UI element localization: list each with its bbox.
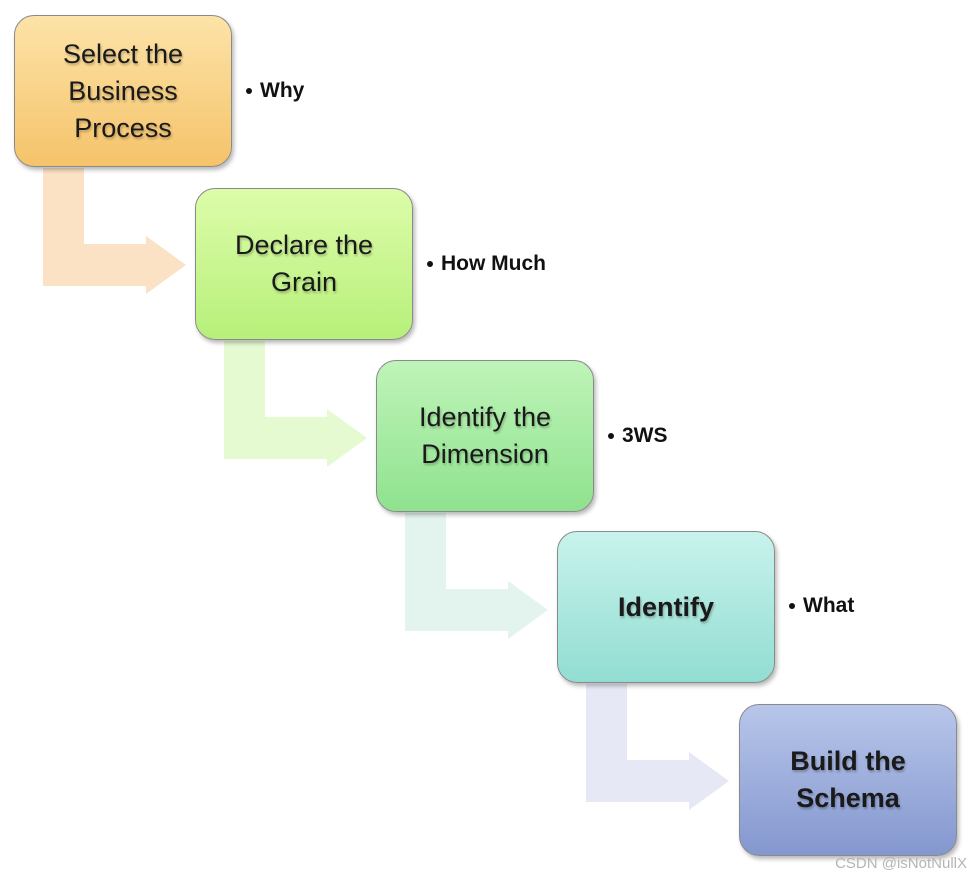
note-text: How Much bbox=[441, 252, 546, 275]
step-declare-grain: Declare the Grain bbox=[195, 188, 413, 340]
connector-arrow-4 bbox=[586, 684, 729, 810]
note-what: What bbox=[789, 594, 854, 618]
connector-arrow-1 bbox=[43, 168, 186, 294]
step-label: Identify the Dimension bbox=[418, 402, 552, 469]
step-build-schema: Build the Schema bbox=[739, 704, 957, 856]
connector-arrow-2 bbox=[224, 341, 367, 467]
bullet-icon bbox=[246, 88, 252, 94]
bullet-icon bbox=[427, 261, 433, 267]
bullet-icon bbox=[608, 433, 614, 439]
step-label: Declare the Grain bbox=[234, 230, 374, 297]
step-identify: Identify bbox=[557, 531, 775, 683]
bullet-icon bbox=[789, 603, 795, 609]
note-why: Why bbox=[246, 79, 304, 103]
step-label: Build the Schema bbox=[790, 746, 906, 813]
connector-arrow-3 bbox=[405, 513, 548, 639]
note-text: Why bbox=[260, 79, 305, 102]
note-text: What bbox=[803, 594, 855, 617]
note-text: 3WS bbox=[622, 424, 668, 447]
step-label: Select the Business Process bbox=[62, 38, 184, 143]
step-identify-dimension: Identify the Dimension bbox=[376, 360, 594, 512]
note-how-much: How Much bbox=[427, 252, 546, 276]
note-3ws: 3WS bbox=[608, 424, 668, 448]
watermark: CSDN @isNotNullX bbox=[835, 855, 967, 872]
step-label: Identify bbox=[617, 591, 714, 622]
step-select-business-process: Select the Business Process bbox=[14, 15, 232, 167]
